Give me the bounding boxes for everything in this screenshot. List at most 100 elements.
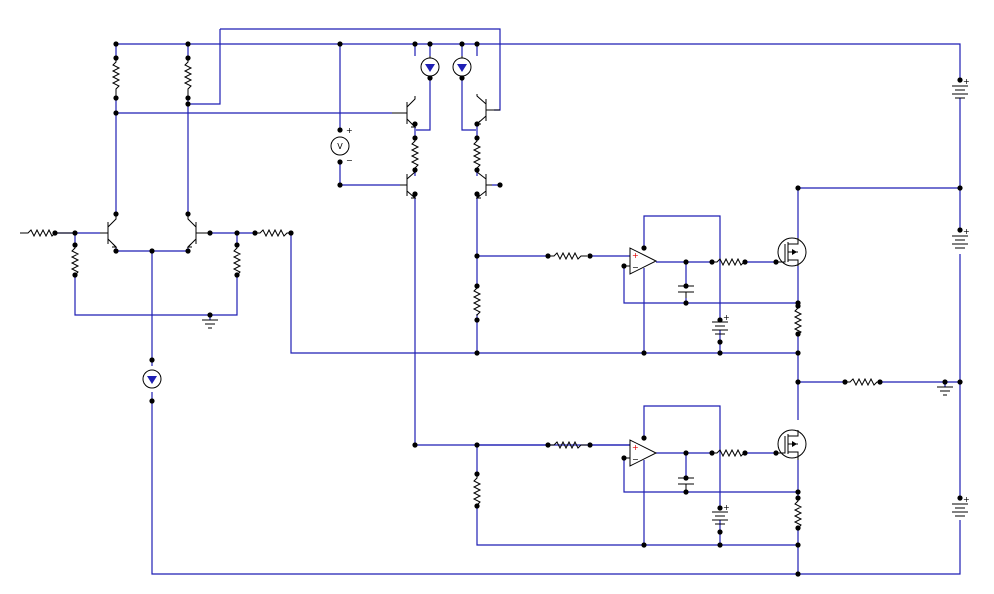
mosfets bbox=[776, 237, 807, 460]
junction-dot bbox=[717, 317, 723, 323]
junction-dot bbox=[427, 75, 433, 81]
junction-dot bbox=[113, 110, 119, 116]
voltmeter: V + − bbox=[330, 126, 353, 165]
junction-dot bbox=[474, 442, 480, 448]
junction-dot bbox=[795, 525, 801, 531]
svg-text:+: + bbox=[963, 495, 970, 504]
junction-dot bbox=[683, 259, 689, 265]
junction-dot bbox=[412, 41, 418, 47]
junction-dot bbox=[683, 450, 689, 456]
resistor bbox=[111, 58, 121, 96]
grounds bbox=[202, 319, 953, 396]
resistor bbox=[712, 257, 747, 267]
junction-dot bbox=[795, 489, 801, 495]
junction-dot bbox=[474, 503, 480, 509]
junction-dot bbox=[641, 542, 647, 548]
resistor bbox=[472, 138, 482, 170]
junction-dot bbox=[427, 41, 433, 47]
junction-dot bbox=[234, 230, 240, 236]
junction-dot bbox=[234, 242, 240, 248]
voltmeter-minus: − bbox=[346, 156, 353, 165]
junction-dot bbox=[412, 191, 418, 197]
junction-dot bbox=[877, 379, 883, 385]
junction-dot bbox=[497, 182, 503, 188]
junction-dot bbox=[474, 283, 480, 289]
wires bbox=[55, 28, 961, 575]
junction-dots bbox=[52, 41, 963, 577]
resistor bbox=[548, 440, 587, 450]
battery-5: + bbox=[712, 503, 730, 525]
svg-text:+: + bbox=[963, 77, 970, 86]
resistor bbox=[232, 245, 242, 276]
junction-dot bbox=[474, 167, 480, 173]
current-source-1 bbox=[420, 56, 440, 78]
junction-dot bbox=[185, 248, 191, 254]
junction-dot bbox=[683, 475, 689, 481]
junction-dot bbox=[709, 450, 715, 456]
opamp-2: + − bbox=[624, 439, 658, 467]
current-source-3 bbox=[142, 369, 162, 389]
resistor bbox=[472, 474, 482, 508]
resistor bbox=[20, 228, 77, 238]
batteries: + + + + + bbox=[712, 77, 970, 525]
battery-1: + bbox=[952, 77, 970, 99]
junction-dot bbox=[207, 230, 213, 236]
opamp-1: + − bbox=[624, 247, 658, 275]
junction-dot bbox=[621, 455, 627, 461]
opamp-2-plus: + bbox=[632, 443, 639, 452]
resistor bbox=[472, 286, 482, 316]
voltmeter-plus: + bbox=[346, 126, 353, 135]
junction-dot bbox=[773, 259, 779, 265]
junction-dot bbox=[185, 101, 191, 107]
junction-dot bbox=[185, 95, 191, 101]
junction-dot bbox=[72, 242, 78, 248]
junction-dot bbox=[742, 259, 748, 265]
junction-dot bbox=[709, 259, 715, 265]
junction-dot bbox=[683, 300, 689, 306]
junction-dot bbox=[795, 331, 801, 337]
junction-dot bbox=[72, 272, 78, 278]
resistors bbox=[20, 58, 882, 530]
junction-dot bbox=[474, 41, 480, 47]
junction-dot bbox=[113, 95, 119, 101]
junction-dot bbox=[113, 248, 119, 254]
junction-dot bbox=[113, 211, 119, 217]
resistor bbox=[845, 377, 882, 387]
svg-text:+: + bbox=[723, 313, 730, 322]
junction-dot bbox=[587, 253, 593, 259]
junction-dot bbox=[474, 350, 480, 356]
junction-dot bbox=[795, 303, 801, 309]
junction-dot bbox=[795, 350, 801, 356]
junction-dot bbox=[795, 185, 801, 191]
junction-dot bbox=[957, 77, 963, 83]
junction-dot bbox=[459, 75, 465, 81]
battery-2: + bbox=[952, 227, 970, 249]
current-source-2 bbox=[452, 56, 472, 78]
voltmeter-symbol: V bbox=[337, 142, 343, 151]
junction-dot bbox=[72, 230, 78, 236]
opamps: + − + − bbox=[624, 247, 658, 467]
junction-dot bbox=[337, 127, 343, 133]
junction-dot bbox=[252, 230, 258, 236]
opamp-2-minus: − bbox=[632, 455, 639, 464]
junction-dot bbox=[337, 159, 343, 165]
junction-dot bbox=[412, 121, 418, 127]
transistor-q6 bbox=[475, 170, 492, 200]
junction-dot bbox=[957, 379, 963, 385]
junction-dot bbox=[474, 471, 480, 477]
junction-dot bbox=[149, 398, 155, 404]
resistor bbox=[793, 306, 803, 336]
mosfet-2 bbox=[776, 429, 807, 460]
bjt-transistors bbox=[100, 94, 500, 248]
junction-dot bbox=[412, 135, 418, 141]
junction-dot bbox=[52, 230, 58, 236]
junction-dot bbox=[149, 248, 155, 254]
junction-dot bbox=[587, 442, 593, 448]
opamp-1-minus: − bbox=[632, 263, 639, 272]
junction-dot bbox=[412, 167, 418, 173]
resistor bbox=[793, 498, 803, 530]
transistor-q1 bbox=[100, 214, 118, 248]
junction-dot bbox=[717, 505, 723, 511]
junction-dot bbox=[545, 253, 551, 259]
junction-dot bbox=[149, 357, 155, 363]
